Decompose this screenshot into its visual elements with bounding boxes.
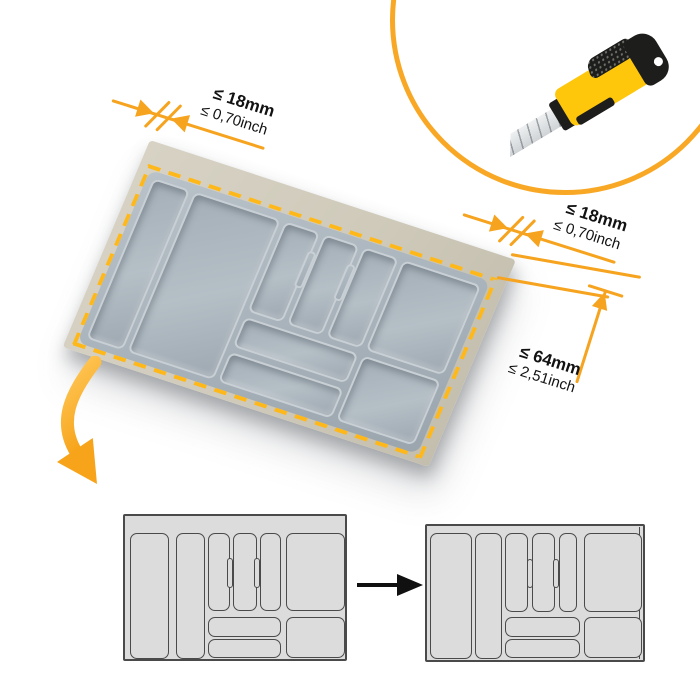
diagram-compartment [505,617,580,637]
dimension-depth-labels: ≤ 64mm ≤ 2,51inch [477,331,583,396]
diagram-compartment [505,533,528,612]
right-arrow-icon [357,583,399,587]
diagram-compartment [233,533,257,611]
diagram-compartment [430,533,472,659]
diagram-compartment [532,533,555,612]
diagram-compartment [130,533,169,659]
diagram-compartment [584,617,642,658]
diagram-compartment [584,533,642,612]
tray-diagram-after [425,524,645,662]
diagram-compartment [208,639,281,658]
diagram-compartment [260,533,281,611]
arrow-left-icon [168,110,191,133]
diagram-compartment [475,533,502,659]
arrow-left-icon [522,224,544,248]
diagram-compartment [559,533,577,612]
diagram-compartment [208,617,281,637]
curved-arrow-icon [57,356,102,484]
diagram-divider-tab [227,558,233,588]
diagram-divider-tab [553,559,559,588]
right-arrow-head [397,574,423,596]
diagram-compartment [176,533,205,659]
diagram-divider-tab [527,559,533,588]
dimension-line [510,252,642,279]
diagram-compartment [505,639,580,658]
diagram-divider-tab [254,558,260,588]
diagram-compartment [286,533,345,611]
diagram-compartment [286,617,345,658]
tray-diagram-before [123,514,347,661]
